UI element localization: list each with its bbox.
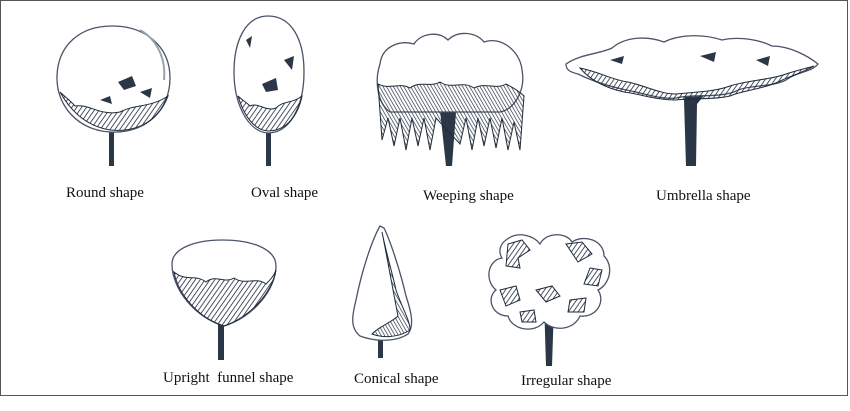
weeping-shape-caption: Weeping shape [423, 188, 514, 204]
conical-tree-icon [352, 225, 413, 358]
umbrella-tree-icon [565, 35, 819, 166]
upright-funnel-shape-caption: Upright funnel shape [163, 370, 294, 386]
irregular-shape-caption: Irregular shape [521, 373, 612, 389]
upright-funnel-tree-icon [171, 239, 277, 360]
umbrella-shape-caption: Umbrella shape [656, 188, 751, 204]
irregular-tree-icon [488, 234, 611, 366]
oval-shape-caption: Oval shape [251, 185, 319, 201]
weeping-tree-icon [376, 32, 525, 166]
round-shape-caption: Round shape [66, 185, 144, 201]
round-tree-icon [56, 25, 171, 166]
conical-shape-caption: Conical shape [354, 371, 439, 387]
oval-tree-icon [233, 15, 305, 166]
